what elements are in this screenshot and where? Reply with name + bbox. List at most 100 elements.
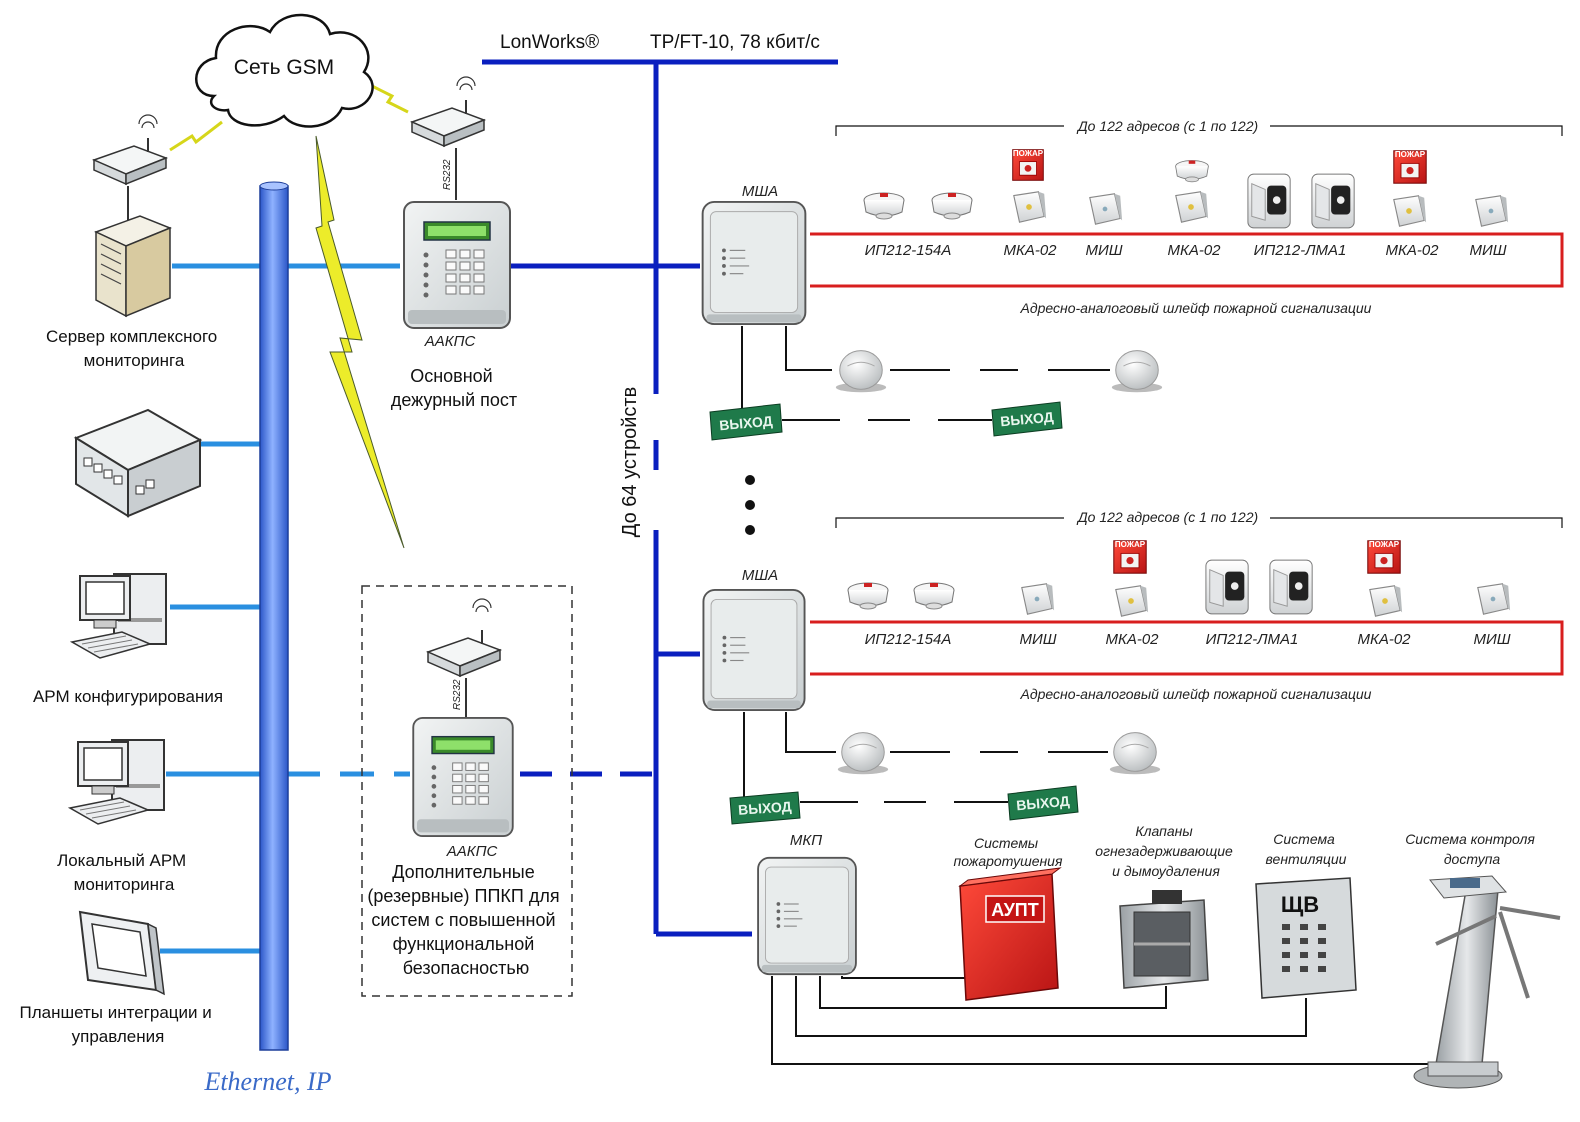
loop1-loop-label: Адресно-аналоговый шлейф пожарной сигнал…: [1020, 300, 1372, 316]
gsm-router-server: [93, 114, 167, 220]
loop1-exit-sign: ВЫХОД: [991, 401, 1063, 437]
network-switch-icon: [73, 408, 203, 518]
mkp-module-label: МКП: [790, 832, 822, 849]
gsm-cloud: Сеть GSM: [195, 13, 374, 128]
loop2-mka-icon: [1369, 585, 1403, 617]
bus-device-count-label: До 64 устройств: [619, 387, 641, 537]
backup-post-controller-icon: [412, 716, 514, 838]
more-modules-ellipsis: [745, 475, 755, 535]
loop1-mka-icon: [1393, 195, 1427, 227]
server-icon: [94, 215, 172, 318]
loop2-exit-sign: ВЫХОД: [729, 791, 801, 825]
backup-post-router: RS232: [427, 598, 501, 718]
arm-config-label: АРМ конфигурирования: [33, 687, 223, 706]
svg-text:МКА-02: МКА-02: [1003, 242, 1057, 259]
loop2-wire: [810, 620, 1564, 676]
loop1-siren-icon: [1111, 350, 1163, 393]
tablet-icon: [78, 910, 165, 996]
loop2-module-label: МША: [742, 567, 778, 584]
main-post-label: Основной дежурный пост: [391, 366, 517, 410]
svg-text:ВЫХОД: ВЫХОД: [1016, 793, 1071, 814]
svg-text:МИШ: МИШ: [1473, 631, 1510, 648]
loop2-msha-module-icon: [702, 588, 806, 712]
loop1-mish-icon: [1089, 193, 1123, 225]
mkp-output-lines: [771, 976, 1428, 1065]
main-post-router: RS232: [411, 76, 485, 200]
main-post-rs232-label: RS232: [442, 159, 453, 190]
ethernet-backbone: [259, 181, 289, 1051]
svg-text:ИП212-ЛМА1: ИП212-ЛМА1: [1206, 631, 1299, 648]
loop2-range-label: До 122 адресов (с 1 по 122): [1076, 509, 1258, 525]
svg-text:МКА-02: МКА-02: [1105, 631, 1159, 648]
loop1-device-labels: ИП212-154А МКА-02 МИШ МКА-02 ИП212-ЛМА1 …: [865, 242, 1507, 259]
bus-spec-label: TP/FT-10, 78 кбит/с: [650, 32, 820, 53]
svg-text:ВЫХОД: ВЫХОД: [738, 798, 792, 818]
loop1-wire: [810, 232, 1564, 288]
loop1-beam-detector-icon: [1247, 173, 1291, 229]
loop1-beam-detector-icon: [1311, 173, 1355, 229]
svg-text:ИП212-154А: ИП212-154А: [865, 631, 952, 648]
turnstile-icon: [1413, 875, 1561, 1089]
loop1-exit-sign: ВЫХОД: [709, 403, 783, 441]
access-label: Система контроля доступа: [1405, 831, 1539, 867]
svg-text:МИШ: МИШ: [1469, 242, 1506, 259]
loop2-beam-detector-icon: [1205, 559, 1249, 615]
loop2-exit-sign: ВЫХОД: [1007, 785, 1079, 821]
lonworks-bus: [482, 59, 838, 937]
loop2-loop-label: Адресно-аналоговый шлейф пожарной сигнал…: [1020, 686, 1372, 702]
valves-label: Клапаны огнезадерживающие и дымоудаления: [1095, 823, 1236, 879]
aupt-cabinet-icon: АУПТ: [958, 867, 1062, 1001]
tablets-label: Планшеты интеграции и управления: [20, 1003, 217, 1046]
ventilation-panel-icon: ЩВ: [1255, 877, 1357, 999]
server-label: Сервер комплексного мониторинга: [46, 327, 222, 370]
aupt-label: АУПТ: [991, 900, 1038, 920]
svg-text:МИШ: МИШ: [1085, 242, 1122, 259]
loop1-mka-icon: [1013, 191, 1047, 223]
svg-text:ИП212-ЛМА1: ИП212-ЛМА1: [1254, 242, 1347, 259]
loop1-module-label: МША: [742, 183, 778, 200]
gsm-links: [169, 84, 409, 549]
svg-text:ВЫХОД: ВЫХОД: [719, 413, 774, 434]
main-post-controller-icon: [403, 201, 511, 329]
ventilation-label: Система вентиляции: [1266, 831, 1347, 867]
svg-text:МКА-02: МКА-02: [1357, 631, 1411, 648]
svg-text:МКА-02: МКА-02: [1167, 242, 1221, 259]
shv-label: ЩВ: [1281, 892, 1319, 917]
loop2-mish-icon: [1021, 583, 1055, 615]
svg-text:МИШ: МИШ: [1019, 631, 1056, 648]
loop2-mka-icon: [1115, 585, 1149, 617]
loop1-smoke-detector-icon: [1175, 160, 1209, 183]
loop1-siren-icon: [835, 350, 887, 393]
backup-post-device-label: ААКПС: [446, 843, 498, 860]
loop2-siren-icon: [1109, 732, 1161, 775]
loop2-beam-detector-icon: [1269, 559, 1313, 615]
cloud-label: Сеть GSM: [234, 56, 334, 79]
loop2-siren-icon: [837, 732, 889, 775]
bus-name-label: LonWorks®: [500, 32, 599, 53]
arm-local-pc-icon: [69, 739, 165, 825]
loop1-alarm-tag: ПОЖАР: [1013, 149, 1044, 158]
loop2-smoke-detector-icon: [847, 582, 889, 610]
loop1-smoke-detector-icon: [931, 192, 973, 220]
backup-post-label: Дополнительные (резервные) ППКП для сист…: [367, 862, 564, 978]
svg-text:ИП212-154А: ИП212-154А: [865, 242, 952, 259]
arm-local-label: Локальный АРМ мониторинга: [57, 851, 191, 894]
loop1-mka-icon: [1175, 191, 1209, 223]
arm-config-pc-icon: [71, 573, 167, 659]
loop1-msha-module-icon: [701, 200, 807, 326]
svg-text:МКА-02: МКА-02: [1385, 242, 1439, 259]
loop2-alarm-tag: ПОЖАР: [1115, 540, 1146, 549]
loop2-mish-icon: [1477, 583, 1511, 615]
loop1-alarm-tag: ПОЖАР: [1395, 150, 1426, 159]
main-post-device-label: ААКПС: [424, 333, 476, 350]
loop1-range-bracket: [835, 125, 1563, 136]
svg-text:ВЫХОД: ВЫХОД: [1000, 409, 1055, 430]
loop1-range-label: До 122 адресов (с 1 по 122): [1076, 118, 1258, 134]
ethernet-label: Ethernet, IP: [203, 1067, 331, 1096]
mkp-module-icon: [757, 856, 857, 976]
loop1-smoke-detector-icon: [863, 192, 905, 220]
fire-damper-valve-icon: [1119, 890, 1209, 989]
loop2-range-bracket: [835, 517, 1563, 528]
backup-post-frame: [361, 585, 573, 997]
loop2-alarm-tag: ПОЖАР: [1369, 540, 1400, 549]
